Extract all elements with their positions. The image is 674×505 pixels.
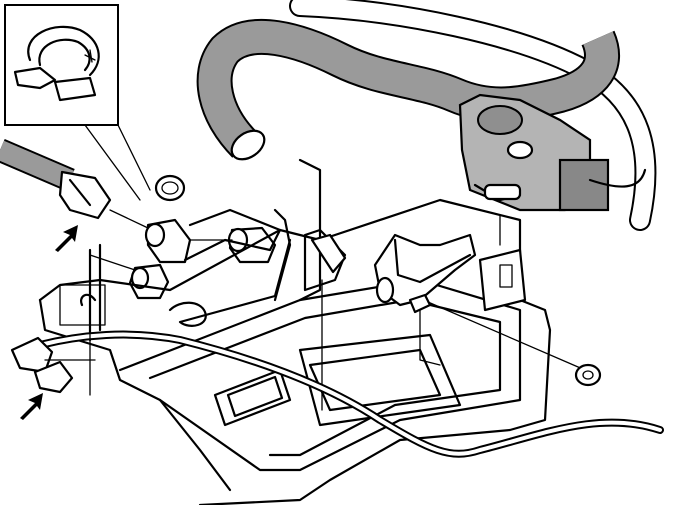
clamp-detail-inset <box>4 4 151 201</box>
mounting-bracket <box>373 214 602 387</box>
left-hose <box>0 138 112 220</box>
purge-valve <box>458 93 610 212</box>
arrow-icon <box>55 225 78 252</box>
vacuum-hose <box>196 19 620 161</box>
fittings <box>89 174 277 300</box>
upper-hose <box>289 0 657 231</box>
vent-pipe <box>10 329 664 458</box>
evap-canister-tray <box>38 158 552 505</box>
arrow-icon <box>20 393 43 420</box>
